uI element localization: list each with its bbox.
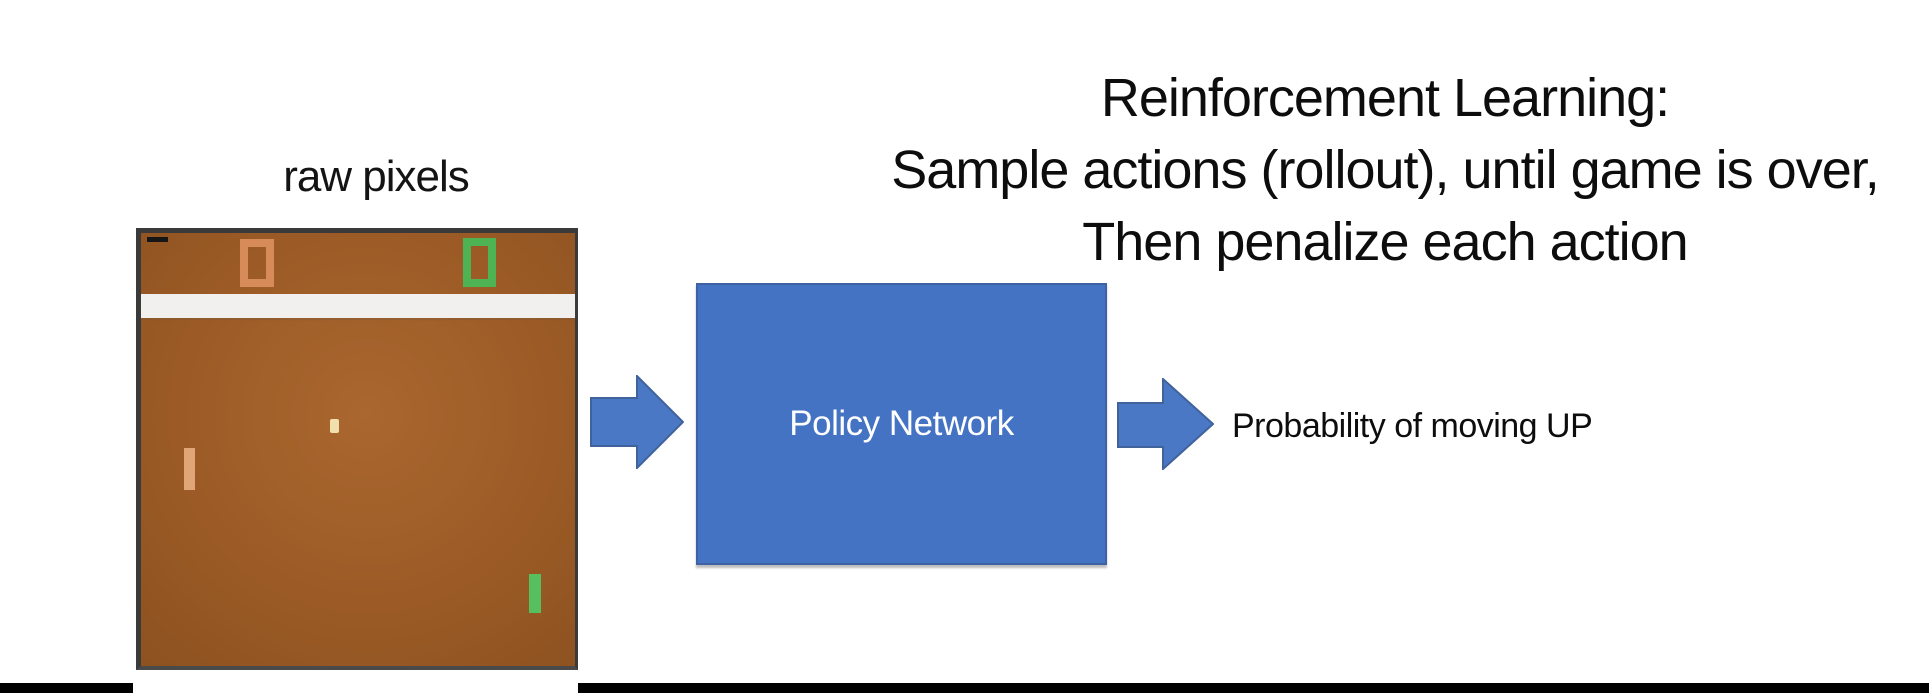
corner-mark (147, 237, 168, 242)
game-image-white-margin (133, 667, 578, 693)
output-label: Probability of moving UP (1232, 407, 1593, 445)
bottom-black-bar (0, 683, 1929, 693)
ball (330, 419, 339, 433)
title-line-1: Reinforcement Learning: (1100, 68, 1670, 128)
right-paddle (529, 574, 541, 613)
raw-pixels-label: raw pixels (283, 152, 470, 201)
left-player-score-digit-0 (240, 239, 274, 287)
slide-title: Reinforcement Learning: Sample actions (… (800, 62, 1929, 278)
right-player-score-digit-0 (463, 238, 496, 287)
left-paddle (184, 448, 195, 490)
policy-network-label: Policy Network (789, 404, 1014, 443)
title-line-2: Sample actions (rollout), until game is … (891, 140, 1879, 200)
top-wall-band (141, 294, 575, 318)
output-arrow-icon (1117, 378, 1214, 470)
pong-game-screenshot (136, 228, 578, 670)
title-line-3: Then penalize each action (1082, 212, 1688, 272)
policy-network-box: Policy Network (696, 283, 1107, 565)
input-arrow-icon (590, 375, 684, 469)
